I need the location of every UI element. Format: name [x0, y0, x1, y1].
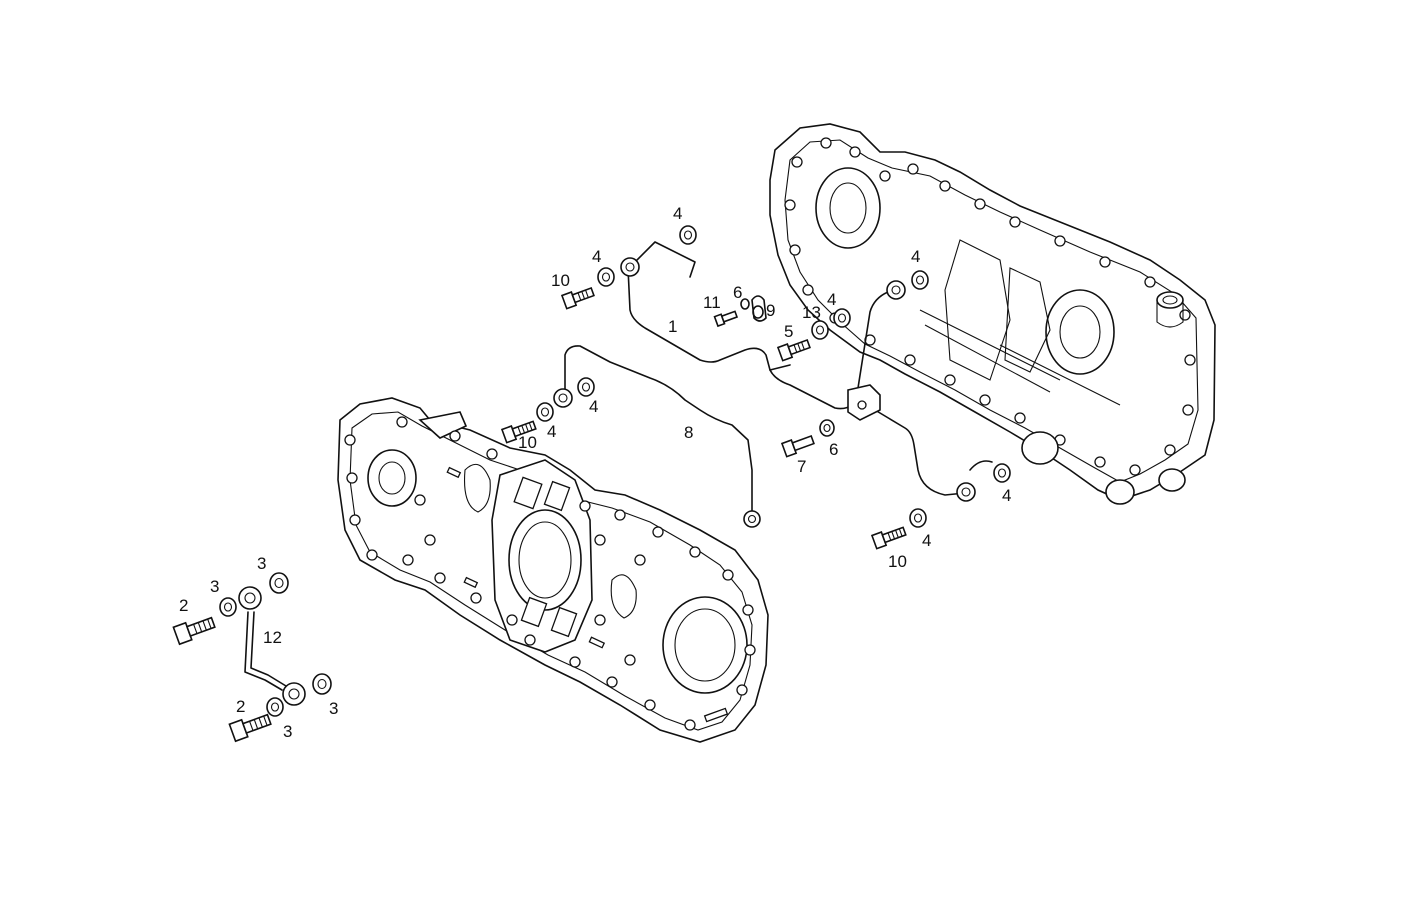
callout-label: 3: [257, 554, 266, 573]
callout-label: 9: [766, 301, 775, 320]
callout-label: 2: [179, 596, 188, 615]
callout-label: 12: [263, 628, 282, 647]
callout-label: 4: [1002, 486, 1011, 505]
callout-label: 2: [236, 697, 245, 716]
callout-label: 5: [784, 322, 793, 341]
callout-label: 8: [684, 423, 693, 442]
callout-label: 3: [329, 699, 338, 718]
callout-label: 4: [673, 204, 682, 223]
callout-label: 4: [547, 422, 556, 441]
pipe-junction-block: [847, 384, 881, 421]
callout-label: 3: [283, 722, 292, 741]
callout-label: 1: [668, 317, 677, 336]
callout-label: 11: [703, 293, 721, 312]
oil-pipe-12: [244, 611, 287, 691]
callout-label: 13: [802, 303, 821, 322]
pipe-clip: [751, 295, 767, 322]
washers: [219, 225, 1011, 717]
callout-label: 4: [592, 247, 601, 266]
front-housing: [337, 397, 769, 743]
callout-label: 4: [827, 290, 836, 309]
callout-label: 6: [733, 283, 742, 302]
bolts: [172, 287, 907, 743]
oil-pipe-8: [564, 345, 753, 513]
callout-label: 3: [210, 577, 219, 596]
callout-label: 4: [589, 397, 598, 416]
callout-label: 4: [911, 247, 920, 266]
oil-pipe-1: [627, 241, 993, 496]
callout-label: 10: [551, 271, 570, 290]
rear-housing: [769, 123, 1216, 505]
callout-label: 7: [797, 457, 806, 476]
callout-label: 6: [829, 440, 838, 459]
banjo-fittings: [238, 257, 976, 706]
callout-label: 4: [922, 531, 931, 550]
callout-label: 10: [888, 552, 907, 571]
callouts: 4 4 10 11 6 9 1 13 4 5 4 4 4 10 8 6 7 4 …: [179, 204, 1011, 741]
callout-label: 10: [518, 433, 537, 452]
